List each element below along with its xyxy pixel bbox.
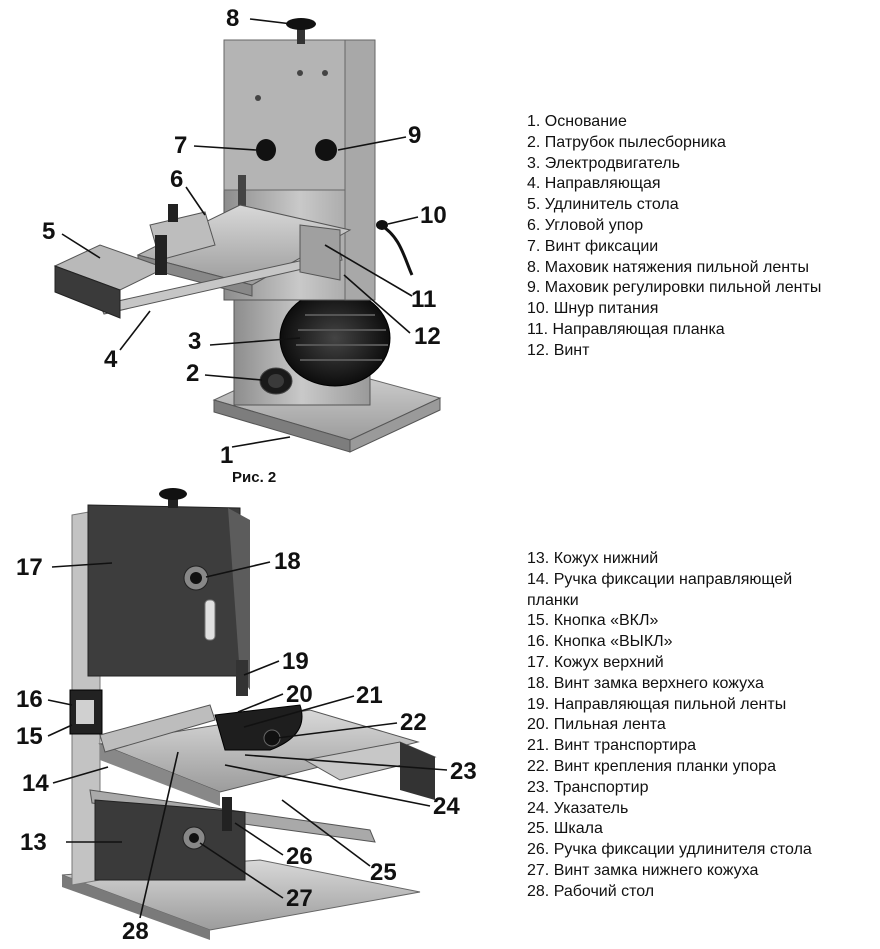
legend-item: 25. Шкала — [527, 820, 603, 838]
tracking-knob — [315, 139, 337, 161]
legend-item: 13. Кожух нижний — [527, 550, 659, 567]
legend-item: 19. Направляющая пильной ленты — [527, 695, 787, 713]
tension-knob — [286, 18, 316, 30]
legend-figure-2: 13. Кожух нижний 14. Ручка фиксации напр… — [527, 549, 812, 903]
legend-item: 10. Шнур питания — [527, 300, 659, 318]
callout-2: 2 — [186, 360, 200, 387]
callout-22: 22 — [400, 709, 427, 736]
callout-23: 23 — [450, 758, 477, 785]
legend-figure-1: 1. Основание 2. Патрубок пылесборника 3.… — [527, 112, 821, 362]
lower-cover — [94, 799, 246, 881]
legend-item: 17. Кожух верхний — [527, 653, 664, 671]
legend-item: 7. Винт фиксации — [527, 237, 659, 255]
callout-28: 28 — [122, 918, 149, 945]
legend-item: планки — [527, 591, 579, 609]
legend-item: 9. Маховик регулировки пильной ленты — [527, 279, 822, 297]
callout-24: 24 — [433, 793, 460, 820]
legend-item: 3. Электродвигатель — [527, 154, 680, 172]
callout-15: 15 — [16, 723, 43, 750]
callout-27: 27 — [286, 885, 313, 912]
figure-1-machine — [53, 18, 442, 453]
legend-item: 8. Маховик натяжения пильной ленты — [527, 258, 809, 276]
callout-18: 18 — [274, 548, 301, 575]
callout-19: 19 — [282, 648, 309, 675]
figure-caption: Рис. 2 — [232, 469, 277, 486]
callout-3: 3 — [188, 328, 202, 355]
callout-14: 14 — [22, 770, 49, 797]
power-cord — [379, 223, 414, 276]
legend-item: 11. Направляющая планка — [527, 320, 725, 338]
callout-4: 4 — [104, 346, 118, 373]
upper-cover-lock — [190, 572, 202, 584]
legend-item: 5. Удлинитель стола — [527, 196, 679, 214]
legend-item: 22. Винт крепления планки упора — [527, 757, 776, 775]
legend-item: 28. Рабочий стол — [527, 882, 655, 900]
legend-item: 18. Винт замка верхнего кожуха — [527, 674, 764, 692]
legend-item: 27. Винт замка нижнего кожуха — [527, 861, 759, 879]
callout-17: 17 — [16, 554, 43, 581]
legend-item: 15. Кнопка «ВКЛ» — [527, 612, 659, 630]
callout-1: 1 — [220, 442, 234, 469]
lower-cover-lock — [189, 833, 199, 843]
callout-8: 8 — [226, 5, 240, 32]
callout-11: 11 — [411, 286, 437, 313]
legend-item: 24. Указатель — [527, 799, 629, 817]
guide-bar — [299, 224, 341, 281]
legend-item: 23. Транспортир — [527, 778, 649, 796]
legend-item: 1. Основание — [527, 113, 627, 130]
callout-13: 13 — [20, 829, 47, 856]
callout-6: 6 — [170, 166, 184, 193]
upper-cover — [87, 504, 241, 677]
callout-25: 25 — [370, 859, 397, 886]
legend-item: 6. Угловой упор — [527, 216, 644, 234]
leader-lines — [47, 18, 448, 919]
callout-7: 7 — [174, 132, 188, 159]
callout-9: 9 — [408, 122, 422, 149]
callout-21: 21 — [356, 682, 383, 709]
callout-12: 12 — [414, 323, 441, 350]
callout-20: 20 — [286, 681, 313, 708]
legend-item: 14. Ручка фиксации направляющей — [527, 570, 793, 588]
legend-item: 4. Направляющая — [527, 175, 661, 193]
callout-10: 10 — [420, 202, 447, 229]
callout-16: 16 — [16, 686, 43, 713]
callout-26: 26 — [286, 843, 313, 870]
legend-item: 12. Винт — [527, 341, 590, 359]
legend-item: 16. Кнопка «ВЫКЛ» — [527, 633, 673, 651]
legend-item: 21. Винт транспортира — [527, 737, 697, 755]
lock-screw-knob — [256, 139, 276, 161]
legend-item: 2. Патрубок пылесборника — [527, 133, 726, 151]
legend-item: 26. Ручка фиксации удлинителя стола — [527, 841, 812, 859]
callout-5: 5 — [42, 218, 56, 245]
legend-item: 20. Пильная лента — [527, 716, 666, 734]
top-knob — [159, 488, 187, 500]
